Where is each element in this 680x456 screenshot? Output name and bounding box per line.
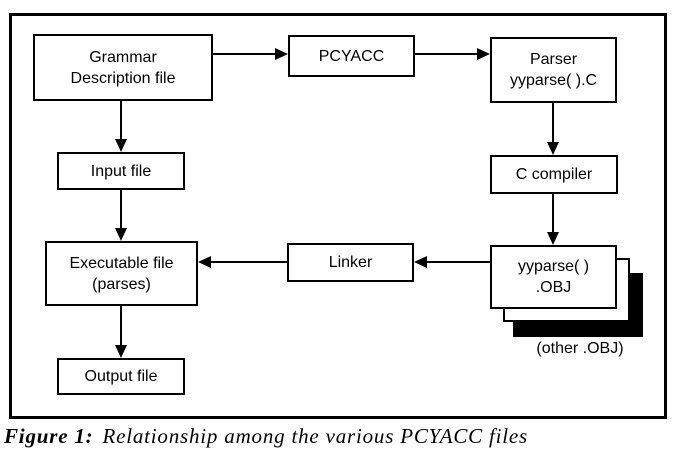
arrow-grammar-to-input-line bbox=[120, 100, 122, 140]
other-obj-label: (other .OBJ) bbox=[536, 340, 624, 357]
node-label: C compiler bbox=[515, 166, 593, 183]
node-grammar-description-file: Grammar Description file bbox=[33, 34, 213, 101]
arrow-grammar-to-pcyacc-head bbox=[275, 48, 288, 60]
node-input-file: Input file bbox=[57, 152, 185, 190]
arrow-compiler-to-obj-line bbox=[552, 194, 554, 233]
node-executable-file: Executable file (parses) bbox=[45, 241, 198, 306]
arrow-pcyacc-to-parser-head bbox=[477, 48, 490, 60]
figure-caption-label: Figure 1: bbox=[4, 424, 94, 448]
node-label: Grammar bbox=[89, 48, 157, 66]
arrow-grammar-to-input-head bbox=[115, 139, 127, 152]
node-label: PCYACC bbox=[318, 47, 385, 65]
node-label: Parser bbox=[529, 51, 578, 68]
arrow-linker-to-executable-line bbox=[210, 261, 287, 263]
node-label: Input file bbox=[90, 162, 152, 180]
arrow-input-to-executable-head bbox=[115, 228, 127, 241]
arrow-pcyacc-to-parser-line bbox=[415, 53, 478, 55]
node-label: Output file bbox=[84, 368, 158, 385]
node-pcyacc: PCYACC bbox=[288, 35, 415, 77]
arrow-input-to-executable-line bbox=[120, 190, 122, 229]
arrow-parser-to-compiler-head bbox=[547, 142, 559, 155]
arrow-parser-to-compiler-line bbox=[552, 103, 554, 143]
node-yyparse-obj: yyparse( ) .OBJ bbox=[490, 245, 617, 309]
node-label: .OBJ bbox=[535, 279, 572, 296]
diagram-border bbox=[9, 13, 667, 419]
node-c-compiler: C compiler bbox=[490, 155, 618, 194]
node-linker: Linker bbox=[287, 243, 414, 282]
arrow-grammar-to-pcyacc-line bbox=[213, 53, 276, 55]
node-label: Linker bbox=[328, 254, 373, 271]
arrow-linker-to-executable-head bbox=[198, 256, 211, 268]
node-output-file: Output file bbox=[57, 358, 185, 395]
figure-caption-text: Relationship among the various PCYACC fi… bbox=[102, 424, 528, 448]
node-label: (parses) bbox=[92, 275, 151, 293]
arrow-executable-to-output-line bbox=[120, 306, 122, 346]
node-label: yyparse( ).C bbox=[509, 72, 598, 89]
arrow-obj-to-linker-line bbox=[426, 261, 490, 263]
figure-caption: Figure 1: Relationship among the various … bbox=[4, 424, 528, 449]
arrow-obj-to-linker-head bbox=[414, 256, 427, 268]
arrow-compiler-to-obj-head bbox=[547, 232, 559, 245]
node-parser-yyparse-c: Parser yyparse( ).C bbox=[490, 37, 617, 103]
arrow-executable-to-output-head bbox=[115, 345, 127, 358]
node-label: Description file bbox=[70, 69, 176, 87]
node-label: yyparse( ) bbox=[517, 258, 590, 275]
node-label: Executable file bbox=[69, 254, 174, 272]
